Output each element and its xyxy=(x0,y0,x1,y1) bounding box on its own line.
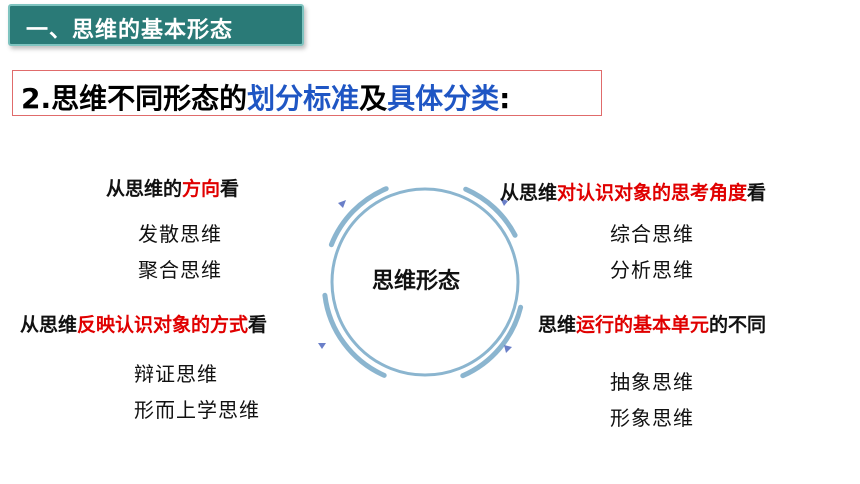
arrow-right xyxy=(504,345,512,353)
heading-direction: 从思维的方向看 xyxy=(106,174,239,201)
subtitle: 2.思维不同形态的划分标准及具体分类: xyxy=(21,77,510,117)
heading-direction-post: 看 xyxy=(220,178,240,200)
item-imagery-thinking: 形象思维 xyxy=(610,406,694,430)
arc-top-right xyxy=(463,186,518,238)
arc-top-left xyxy=(328,186,389,248)
heading-angle-pre: 从思维 xyxy=(500,182,558,204)
heading-reflection-way: 从思维反映认识对象的方式看 xyxy=(20,310,267,337)
subtitle-part-5: : xyxy=(499,82,511,115)
subtitle-box: 2.思维不同形态的划分标准及具体分类: xyxy=(12,70,602,116)
center-label: 思维形态 xyxy=(372,269,461,294)
heading-reflection-post: 看 xyxy=(248,314,268,336)
heading-reflection-highlight: 反映认识对象的方式 xyxy=(77,314,249,336)
item-abstract-thinking: 抽象思维 xyxy=(610,370,694,394)
inner-circle xyxy=(330,187,520,377)
item-synthetic-thinking: 综合思维 xyxy=(610,222,694,246)
item-dialectical-thinking: 辩证思维 xyxy=(134,362,218,386)
section-title: 一、思维的基本形态 xyxy=(26,18,234,43)
heading-basic-unit: 思维运行的基本单元的不同 xyxy=(538,310,766,337)
item-convergent-thinking: 聚合思维 xyxy=(138,258,222,282)
heading-unit-pre: 思维 xyxy=(538,314,577,336)
arrow-top-left xyxy=(338,200,346,208)
section-title-banner: 一、思维的基本形态 xyxy=(8,4,304,46)
heading-angle-highlight: 对认识对象的思考角度 xyxy=(557,182,748,204)
arrow-top-right xyxy=(500,198,508,206)
heading-reflection-pre: 从思维 xyxy=(20,314,78,336)
heading-unit-highlight: 运行的基本单元 xyxy=(576,314,710,336)
arc-bottom-left xyxy=(322,292,387,378)
arrow-left xyxy=(318,343,326,349)
subtitle-part-3: 及 xyxy=(359,82,388,115)
heading-angle: 从思维对认识对象的思考角度看 xyxy=(500,178,766,205)
subtitle-part-4: 具体分类 xyxy=(387,82,500,115)
arc-bottom-right xyxy=(460,304,524,379)
item-analytic-thinking: 分析思维 xyxy=(610,258,694,282)
heading-direction-pre: 从思维的 xyxy=(106,178,183,200)
heading-unit-post: 的不同 xyxy=(709,314,767,336)
subtitle-part-2: 划分标准 xyxy=(247,82,360,115)
item-divergent-thinking: 发散思维 xyxy=(138,222,222,246)
subtitle-part-1: 2.思维不同形态的 xyxy=(21,82,248,115)
heading-direction-highlight: 方向 xyxy=(182,178,221,200)
heading-angle-post: 看 xyxy=(747,182,767,204)
item-metaphysical-thinking: 形而上学思维 xyxy=(134,398,260,422)
